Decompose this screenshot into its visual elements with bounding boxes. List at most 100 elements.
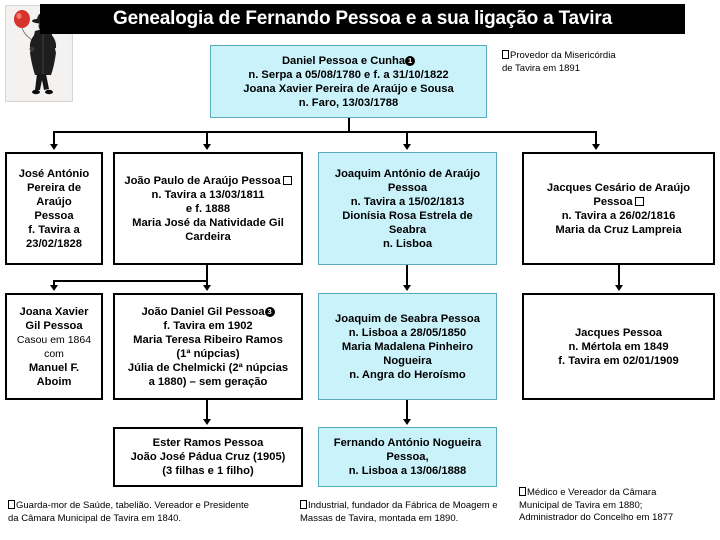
node-jose-antonio-pereira-de-araujo-pessoa[interactable]: José António Pereira de Araújo Pessoa f.… — [5, 152, 103, 265]
node-jacques-cesario-de-araujo-pessoa[interactable]: Jacques Cesário de Araújo Pessoa n. Tavi… — [522, 152, 715, 265]
node-line: Joaquim António de Araújo — [334, 167, 481, 180]
node-jacques-pessoa[interactable]: Jacques Pessoa n. Mértola em 1849 f. Tav… — [522, 293, 715, 400]
node-line: Pessoa, — [386, 451, 429, 463]
connector-gen3-drop-1 — [53, 280, 55, 286]
page-title: Genealogia de Fernando Pessoa e a sua li… — [40, 4, 685, 34]
arrow-gen3-1 — [50, 285, 58, 291]
node-line: n. Angra do Heroísmo — [349, 368, 466, 381]
node-line: Pereira de — [26, 181, 82, 194]
node-line: com — [44, 347, 64, 360]
arrow-gen2-2 — [203, 144, 211, 150]
arrow-gen4-2 — [403, 419, 411, 425]
node-line: Maria da Cruz Lampreia — [555, 223, 682, 236]
footnote-marker-3: 3 — [264, 306, 275, 317]
missing-glyph-icon — [519, 487, 526, 496]
footnote-2: Industrial, fundador da Fábrica de Moage… — [300, 500, 565, 525]
arrow-gen3-4 — [615, 285, 623, 291]
node-line: João José Pádua Cruz (1905) — [130, 451, 286, 463]
footnote-line: Massas de Tavira, montada em 1890. — [300, 512, 459, 524]
node-line: Joana Xavier Pereira de Araújo e Sousa — [243, 82, 454, 95]
missing-glyph-icon — [300, 500, 307, 509]
node-line: João Paulo de Araújo Pessoa — [124, 174, 292, 188]
node-line: n. Faro, 13/03/1788 — [298, 96, 399, 109]
node-line: Ester Ramos Pessoa — [152, 437, 264, 449]
footnote-marker-1: 1 — [405, 55, 416, 66]
node-line: Nogueira — [383, 354, 432, 367]
node-line: n. Tavira a 26/02/1816 — [561, 209, 676, 222]
connector-gen4-drop-2 — [406, 400, 408, 421]
connector-gen3-bar-left — [53, 280, 208, 282]
node-joaquim-antonio-de-araujo-pessoa[interactable]: Joaquim António de Araújo Pessoa n. Tavi… — [318, 152, 497, 265]
arrow-gen2-1 — [50, 144, 58, 150]
footnote-line: Médico e Vereador da Câmara — [527, 487, 657, 498]
connector-joao-paulo-stem — [206, 265, 208, 281]
node-line: Pessoa — [34, 209, 74, 222]
connector-gen2-bar — [53, 131, 596, 133]
node-line: Maria Teresa Ribeiro Ramos — [133, 333, 283, 346]
node-line: Casou em 1864 — [16, 333, 92, 346]
arrow-gen3-2 — [203, 285, 211, 291]
missing-glyph-icon — [8, 500, 15, 509]
node-line: José António — [18, 167, 90, 180]
node-line: n. Tavira a 15/02/1813 — [350, 195, 465, 208]
node-line: Maria José da Natividade Gil — [132, 216, 284, 229]
node-fernando-antonio-nogueira-pessoa[interactable]: Fernando António Nogueira Pessoa, n. Lis… — [318, 427, 497, 487]
connector-gen3-drop-3 — [406, 265, 408, 286]
node-line: Jacques Cesário de Araújo — [546, 181, 691, 194]
connector-gen2-drop-2 — [206, 131, 208, 145]
connector-gen2-drop-3 — [406, 131, 408, 145]
footnote-marker-square — [634, 196, 644, 206]
footnote-line: Municipal de Tavira em 1880; — [519, 499, 643, 511]
arrow-gen3-3 — [403, 285, 411, 291]
node-joana-xavier-gil-pessoa[interactable]: Joana Xavier Gil Pessoa Casou em 1864 co… — [5, 293, 103, 400]
footnote-1: Guarda-mor de Saúde, tabelião. Vereador … — [8, 500, 298, 525]
footnote-line: Administrador do Concelho em 1877 — [519, 512, 674, 523]
node-line: (1ª núpcias) — [176, 347, 240, 360]
arrow-gen4-1 — [203, 419, 211, 425]
node-line: Gil Pessoa — [25, 319, 83, 332]
missing-glyph-icon — [502, 50, 509, 59]
footnote-line: da Câmara Municipal de Tavira em 1840. — [8, 512, 182, 524]
node-line: Júlia de Chelmicki (2ª núpcias — [127, 361, 289, 374]
connector-gen3-drop-2 — [206, 280, 208, 286]
node-line: n. Serpa a 05/08/1780 e f. a 31/10/1822 — [248, 68, 449, 81]
node-line: Joaquim de Seabra Pessoa — [335, 312, 480, 325]
connector-root-stem — [348, 118, 350, 132]
node-line: Cardeira — [185, 230, 231, 243]
node-line: n. Mértola em 1849 — [568, 340, 669, 353]
node-line: n. Lisboa — [382, 237, 433, 250]
node-line: Maria Madalena Pinheiro — [341, 340, 474, 353]
node-line: n. Lisboa a 28/05/1850 — [348, 326, 467, 339]
arrow-gen2-3 — [403, 144, 411, 150]
node-joao-paulo-de-araujo-pessoa[interactable]: João Paulo de Araújo Pessoa n. Tavira a … — [113, 152, 303, 265]
connector-gen2-drop-1 — [53, 131, 55, 145]
side-note-provedor: Provedor da Misericórdia de Tavira em 18… — [502, 50, 707, 75]
node-line: Jacques Pessoa — [574, 326, 663, 339]
footnote-marker-square — [282, 175, 292, 185]
node-joaquim-de-seabra-pessoa[interactable]: Joaquim de Seabra Pessoa n. Lisboa a 28/… — [318, 293, 497, 400]
node-line: f. Tavira em 02/01/1909 — [558, 354, 679, 367]
side-note-line: de Tavira em 1891 — [502, 62, 580, 74]
node-line: f. Tavira em 1902 — [163, 319, 253, 332]
node-line: f. Tavira a — [28, 223, 80, 236]
node-line: Joana Xavier — [19, 305, 89, 318]
node-line: Seabra — [388, 223, 427, 236]
node-line: Fernando António Nogueira — [333, 437, 482, 449]
node-ester-ramos-pessoa[interactable]: Ester Ramos Pessoa João José Pádua Cruz … — [113, 427, 303, 487]
footnote-3: Médico e Vereador da Câmara Municipal de… — [519, 487, 719, 525]
connector-gen4-drop-1 — [206, 400, 208, 421]
node-line: (3 filhas e 1 filho) — [162, 465, 254, 477]
node-line: Araújo — [36, 195, 72, 208]
node-line: Dionísia Rosa Estrela de — [342, 209, 473, 222]
node-line: Pessoa — [387, 181, 428, 194]
footnote-line: Industrial, fundador da Fábrica de Moage… — [308, 500, 498, 511]
footnote-line: Guarda-mor de Saúde, tabelião. Vereador … — [16, 500, 249, 511]
node-line: Pessoa — [593, 195, 644, 209]
node-line: n. Lisboa a 13/06/1888 — [348, 465, 467, 477]
node-line: 23/02/1828 — [26, 237, 82, 250]
